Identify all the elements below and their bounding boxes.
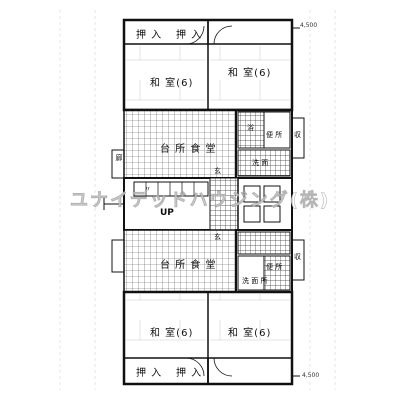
room-label-top-right: 和 室(6) (228, 68, 272, 79)
room-label-bottom-left: 和 室(6) (150, 328, 194, 339)
toilet-label-bottom: 便 所 (266, 263, 283, 271)
washroom-label-bottom: 洗 面 所 (242, 277, 268, 285)
stairs-mark: 〃 (144, 185, 151, 193)
closet-label-bottom-right: 押 入 (176, 368, 203, 379)
washroom-label-top: 洗 面 (252, 159, 269, 167)
room-label-bottom-right: 和 室(6) (228, 328, 272, 339)
hall-label: 廊 (115, 154, 123, 161)
kitchen-label-top: 台 所 食 堂 (160, 144, 217, 155)
top-unit (122, 18, 294, 112)
dimension-top-right: 4,500 (300, 22, 318, 29)
dimension-bottom-right: 4,500 (302, 372, 320, 379)
closet-label-top-right: 押 入 (176, 30, 203, 41)
central-core (103, 177, 293, 231)
right-side-details (291, 27, 305, 377)
stairs-up-label: UP (160, 208, 174, 218)
closet-label-top-left: 押 入 (136, 30, 163, 41)
storage-label-bottom: 収 (294, 253, 301, 261)
kitchen-label-bottom: 台 所 食 堂 (160, 260, 217, 271)
top-kitchen-block (111, 108, 293, 179)
bottom-unit (122, 290, 294, 386)
closet-label-bottom-left: 押 入 (136, 368, 163, 379)
room-label-top-left: 和 室(6) (150, 78, 194, 89)
bath-label-top: 浴 (247, 124, 254, 132)
entrance-label-bottom: 玄 (214, 233, 221, 241)
storage-label-top: 収 (294, 131, 301, 139)
toilet-label-top: 便 所 (266, 131, 283, 139)
entrance-label-top: 玄 (214, 167, 221, 175)
